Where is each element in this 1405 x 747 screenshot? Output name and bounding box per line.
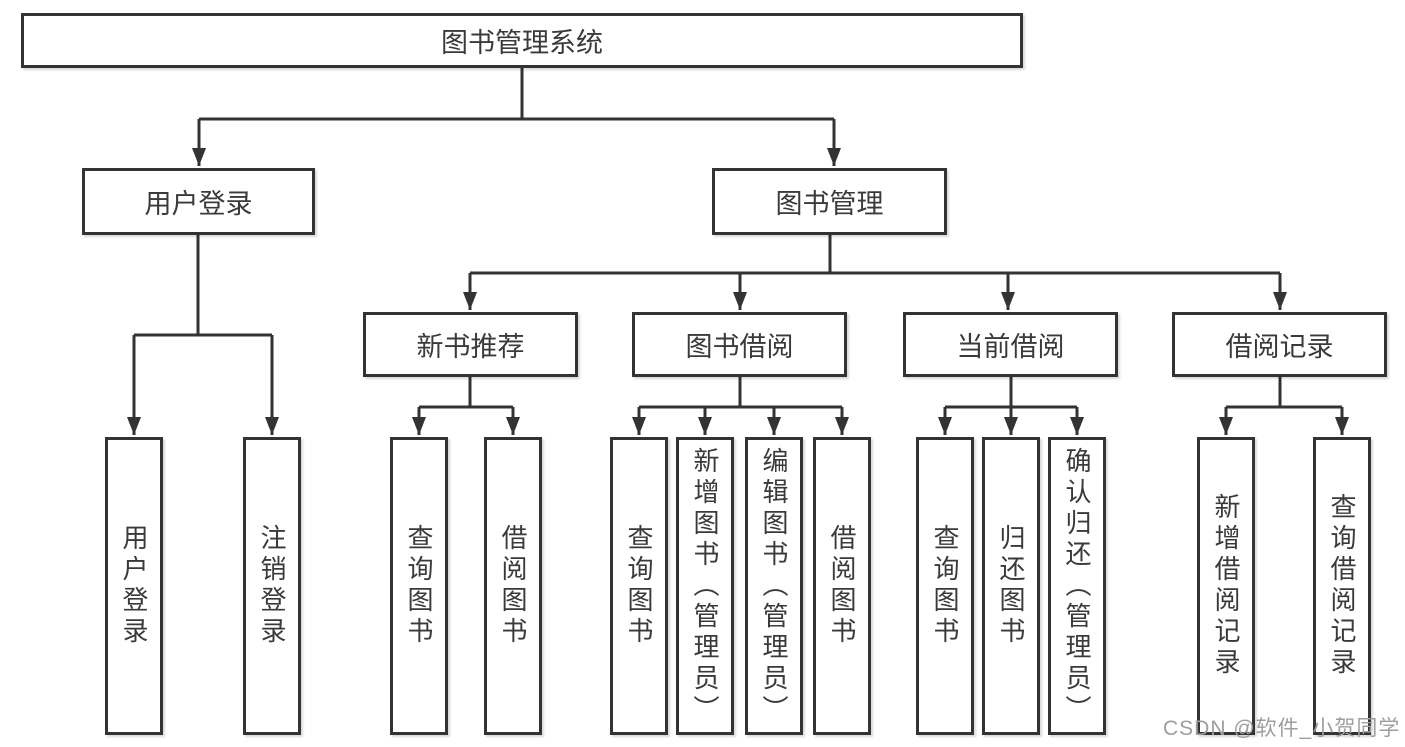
node-new-book-recommend-label: 新书推荐	[416, 332, 525, 362]
leaf-query-books-recommend: 查询图书	[390, 437, 448, 735]
leaf-borrow-books-borrow: 借阅图书	[813, 437, 871, 735]
csdn-watermark: CSDN @软件_小贺同学	[1163, 717, 1401, 740]
leaf-confirm-return-admin-label: 确认归还（管理员）	[1062, 446, 1092, 726]
leaf-edit-book-admin: 编辑图书（管理员）	[745, 437, 803, 735]
leaf-query-books-borrow: 查询图书	[610, 437, 668, 735]
leaf-confirm-return-admin: 确认归还（管理员）	[1048, 437, 1106, 735]
node-book-management-label: 图书管理	[775, 189, 884, 219]
leaf-query-books-current-label: 查询图书	[930, 524, 960, 648]
leaf-add-book-admin: 新增图书（管理员）	[676, 437, 734, 735]
node-book-borrow-label: 图书借阅	[685, 332, 794, 362]
node-current-borrow-label: 当前借阅	[956, 332, 1065, 362]
leaf-query-books-recommend-label: 查询图书	[404, 524, 434, 648]
node-root: 图书管理系统	[21, 13, 1023, 68]
leaf-edit-book-admin-label: 编辑图书（管理员）	[759, 446, 789, 726]
leaf-borrow-books-recommend-label: 借阅图书	[498, 524, 528, 648]
leaf-return-book: 归还图书	[982, 437, 1040, 735]
leaf-query-books-borrow-label: 查询图书	[624, 524, 654, 648]
leaf-user-login-label: 用户登录	[119, 524, 149, 648]
node-book-management: 图书管理	[712, 168, 947, 235]
node-current-borrow: 当前借阅	[903, 312, 1118, 377]
node-borrow-records-label: 借阅记录	[1225, 332, 1334, 362]
leaf-add-borrow-record: 新增借阅记录	[1197, 437, 1255, 735]
leaf-query-borrow-record: 查询借阅记录	[1313, 437, 1371, 735]
leaf-query-books-current: 查询图书	[916, 437, 974, 735]
leaf-logout-label: 注销登录	[257, 524, 287, 648]
node-user-login: 用户登录	[82, 168, 315, 235]
node-root-label: 图书管理系统	[441, 28, 603, 58]
node-user-login-label: 用户登录	[144, 189, 253, 219]
leaf-borrow-books-borrow-label: 借阅图书	[827, 524, 857, 648]
leaf-logout: 注销登录	[243, 437, 301, 735]
node-new-book-recommend: 新书推荐	[363, 312, 578, 377]
node-book-borrow: 图书借阅	[632, 312, 847, 377]
leaf-add-borrow-record-label: 新增借阅记录	[1211, 493, 1241, 679]
leaf-add-book-admin-label: 新增图书（管理员）	[690, 446, 720, 726]
node-borrow-records: 借阅记录	[1172, 312, 1387, 377]
leaf-borrow-books-recommend: 借阅图书	[484, 437, 542, 735]
leaf-query-borrow-record-label: 查询借阅记录	[1327, 493, 1357, 679]
leaf-return-book-label: 归还图书	[996, 524, 1026, 648]
leaf-user-login: 用户登录	[105, 437, 163, 735]
connectors	[127, 68, 1349, 435]
